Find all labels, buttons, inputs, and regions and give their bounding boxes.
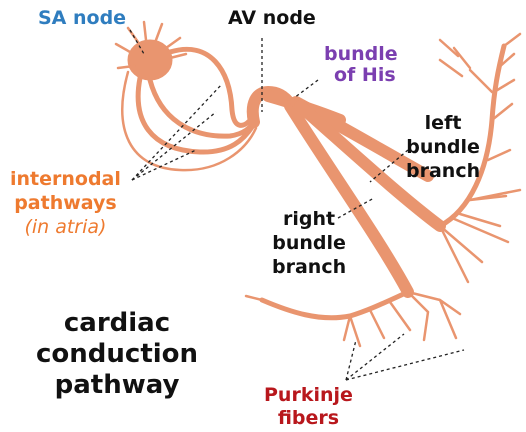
sa-node-shape xyxy=(128,40,172,80)
purkinje-branches-top xyxy=(440,40,492,92)
pointer-purkinje-3 xyxy=(346,350,464,380)
pointer-bundle-of-his xyxy=(294,80,318,98)
right-bundle-line-2: bundle xyxy=(272,232,346,256)
right-bundle-line-1: right xyxy=(272,208,346,232)
sa-node-label: SA node xyxy=(38,8,126,29)
bundle-of-his-line-1: bundle xyxy=(324,44,398,65)
internodal-pathways-label: internodal pathways (in atria) xyxy=(10,168,121,239)
purkinje-branches-bottom xyxy=(246,292,460,346)
pointer-internodal-1 xyxy=(132,84,222,180)
purkinje-fibers-label: Purkinje fibers xyxy=(264,384,353,430)
purkinje-line-1: Purkinje xyxy=(264,384,353,407)
internodal-pathway-1 xyxy=(170,49,252,125)
internodal-line-1: internodal xyxy=(10,168,121,192)
pointer-purkinje-1 xyxy=(346,340,356,380)
internodal-line-3: (in atria) xyxy=(10,216,121,240)
pointer-purkinje-2 xyxy=(346,334,404,380)
av-node-label: AV node xyxy=(228,8,316,29)
left-bundle-line-2: bundle xyxy=(406,136,480,160)
title-line-2: conduction xyxy=(36,339,198,370)
internodal-line-2: pathways xyxy=(10,192,121,216)
title-line-1: cardiac xyxy=(36,308,198,339)
purkinje-line-2: fibers xyxy=(264,407,353,430)
right-bundle-branch-label: right bundle branch xyxy=(272,208,346,279)
bundle-of-his-label: bundle of His xyxy=(324,44,398,87)
diagram-title: cardiac conduction pathway xyxy=(36,308,198,402)
bundle-of-his-line-2: of His xyxy=(324,65,398,86)
title-line-3: pathway xyxy=(36,370,198,401)
purkinje-network-bottom xyxy=(262,292,408,318)
left-bundle-line-1: left xyxy=(406,112,480,136)
pointer-internodal-3 xyxy=(132,150,196,180)
left-bundle-branch-label: left bundle branch xyxy=(406,112,480,183)
right-bundle-line-3: branch xyxy=(272,256,346,280)
left-bundle-line-3: branch xyxy=(406,160,480,184)
